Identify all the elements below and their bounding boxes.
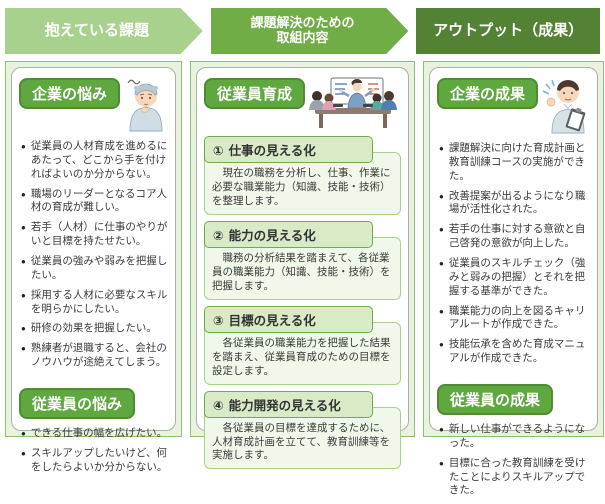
panel-problems: 企業の悩み <box>5 61 183 473</box>
training-badge: 従業員育成 <box>204 78 306 109</box>
header-actions-arrow: 課題解決のための 取組内容 <box>211 8 409 54</box>
list-item: ●熟練者が退職すると、会社のノウハウが途絶えてしまう。 <box>21 342 167 369</box>
header-actions-line2: 取組内容 <box>276 30 329 45</box>
panel-output: 企業の成果 <box>423 61 605 496</box>
list-item: ●職業能力の向上を図るキャリアルートが作成できた。 <box>439 304 586 331</box>
header-output-box: アウトプット（成果） <box>416 8 601 54</box>
list-item: ●若手（人材）に仕事のやりがいと目標を持たせたい。 <box>21 221 168 248</box>
panel-output-inner: 企業の成果 <box>429 67 599 496</box>
bullet-icon: ● <box>21 189 26 199</box>
company-problems-badge: 企業の悩み <box>19 78 121 109</box>
company-problems-list: ●従業員の人材育成を進めるにあたって、どこから手を付ければよいのか分からない。 … <box>19 140 168 376</box>
list-item: ●従業員の人材育成を進めるにあたって、どこから手を付ければよいのか分からない。 <box>21 140 168 180</box>
header-problems-label: 抱えている課題 <box>44 22 149 40</box>
bullet-icon: ● <box>21 223 26 233</box>
bullet-icon: ● <box>439 259 444 269</box>
company-problems-header: 企業の悩み <box>19 76 168 132</box>
list-item: ●研修の効果を把握したい。 <box>21 322 157 335</box>
bullet-icon: ● <box>439 306 444 316</box>
bullet-icon: ● <box>439 425 444 435</box>
list-item: ●技能伝承を含めた育成マニュアルが作成できた。 <box>439 338 586 365</box>
list-item: ●スキルアップしたいけど、何をしたらよいか分からない。 <box>21 446 168 473</box>
list-item: ●改善提案が出るようになり職場が活性化された。 <box>439 189 586 216</box>
bullet-icon: ● <box>21 290 26 300</box>
list-item: ●従業員の強みや弱みを把握したい。 <box>21 255 168 281</box>
panel-problems-inner: 企業の悩み <box>11 67 177 473</box>
employee-problems-section: 従業員の悩み ●できる仕事の幅を広げたい。 ●スキルアップしたいけど、何をしたら… <box>19 380 168 481</box>
bullet-icon: ● <box>21 344 26 354</box>
bullet-icon: ● <box>439 191 444 201</box>
header-row: 抱えている課題 課題解決のための 取組内容 アウトプット（成果） <box>5 8 601 54</box>
list-item: ●できる仕事の幅を広げたい。 <box>21 427 168 440</box>
header-problems-arrow: 抱えている課題 <box>5 8 203 54</box>
list-item: ●新しい仕事ができるようになった。 <box>439 423 586 449</box>
company-results-header: 企業の成果 <box>437 76 590 134</box>
list-item: ●職場のリーダーとなるコア人材の育成が難しい。 <box>21 187 168 214</box>
bullet-icon: ● <box>21 429 26 439</box>
bullet-icon: ● <box>21 448 26 458</box>
employee-problems-badge: 従業員の悩み <box>19 388 136 420</box>
list-item: ●課題解決に向けた育成計画と教育訓練コースの実施ができた。 <box>439 142 586 182</box>
employee-results-list: ●新しい仕事ができるようになった。 ●目標に合った教育訓練を受けたことによりスキ… <box>437 423 590 498</box>
item-number: ③ <box>213 313 224 328</box>
employee-results-section: 従業員の成果 ●新しい仕事ができるようになった。 ●目標に合った教育訓練を受けた… <box>437 376 590 504</box>
list-item: ●若手の仕事に対する意欲と自己啓発の意欲が向上した。 <box>439 223 586 250</box>
employee-results-badge: 従業員の成果 <box>437 384 554 416</box>
header-output-label: アウトプット（成果） <box>433 22 584 40</box>
list-item: ●採用する人材に必要なスキルを明らかにしたい。 <box>21 288 168 315</box>
item-number: ② <box>213 228 224 243</box>
panel-actions: 従業員育成 <box>190 61 416 470</box>
bullet-icon: ● <box>439 458 444 468</box>
training-header: 従業員育成 <box>204 76 401 130</box>
employee-problems-list: ●できる仕事の幅を広げたい。 ●スキルアップしたいけど、何をしたらよいか分からな… <box>19 427 168 475</box>
worried-worker-icon <box>120 76 168 132</box>
bullet-icon: ● <box>21 257 26 267</box>
company-results-badge: 企業の成果 <box>437 78 539 109</box>
item-number: ① <box>213 144 224 158</box>
bullet-icon: ● <box>21 324 26 334</box>
header-actions-line1: 課題解決のための <box>250 15 355 31</box>
company-results-list: ●課題解決に向けた育成計画と教育訓練コースの実施ができた。 ●改善提案が出るよう… <box>437 142 590 372</box>
item-number: ④ <box>213 398 224 413</box>
bullet-icon: ● <box>439 340 444 350</box>
panel-actions-inner: 従業員育成 <box>196 67 410 470</box>
training-session-icon <box>305 76 401 130</box>
bullet-icon: ● <box>439 144 444 153</box>
list-item: ●従業員のスキルチェック（強みと弱みの把握）とそれを把握する基準ができた。 <box>439 257 586 297</box>
bullet-icon: ● <box>439 225 444 235</box>
bullet-icon: ● <box>21 142 26 151</box>
columns: 企業の悩み <box>5 61 605 496</box>
list-item: ●目標に合った教育訓練を受けたことによりスキルアップできた。 <box>439 456 586 497</box>
motivated-worker-icon <box>538 76 590 134</box>
diagram-page: 抱えている課題 課題解決のための 取組内容 アウトプット（成果） 企業の悩み <box>5 8 605 496</box>
